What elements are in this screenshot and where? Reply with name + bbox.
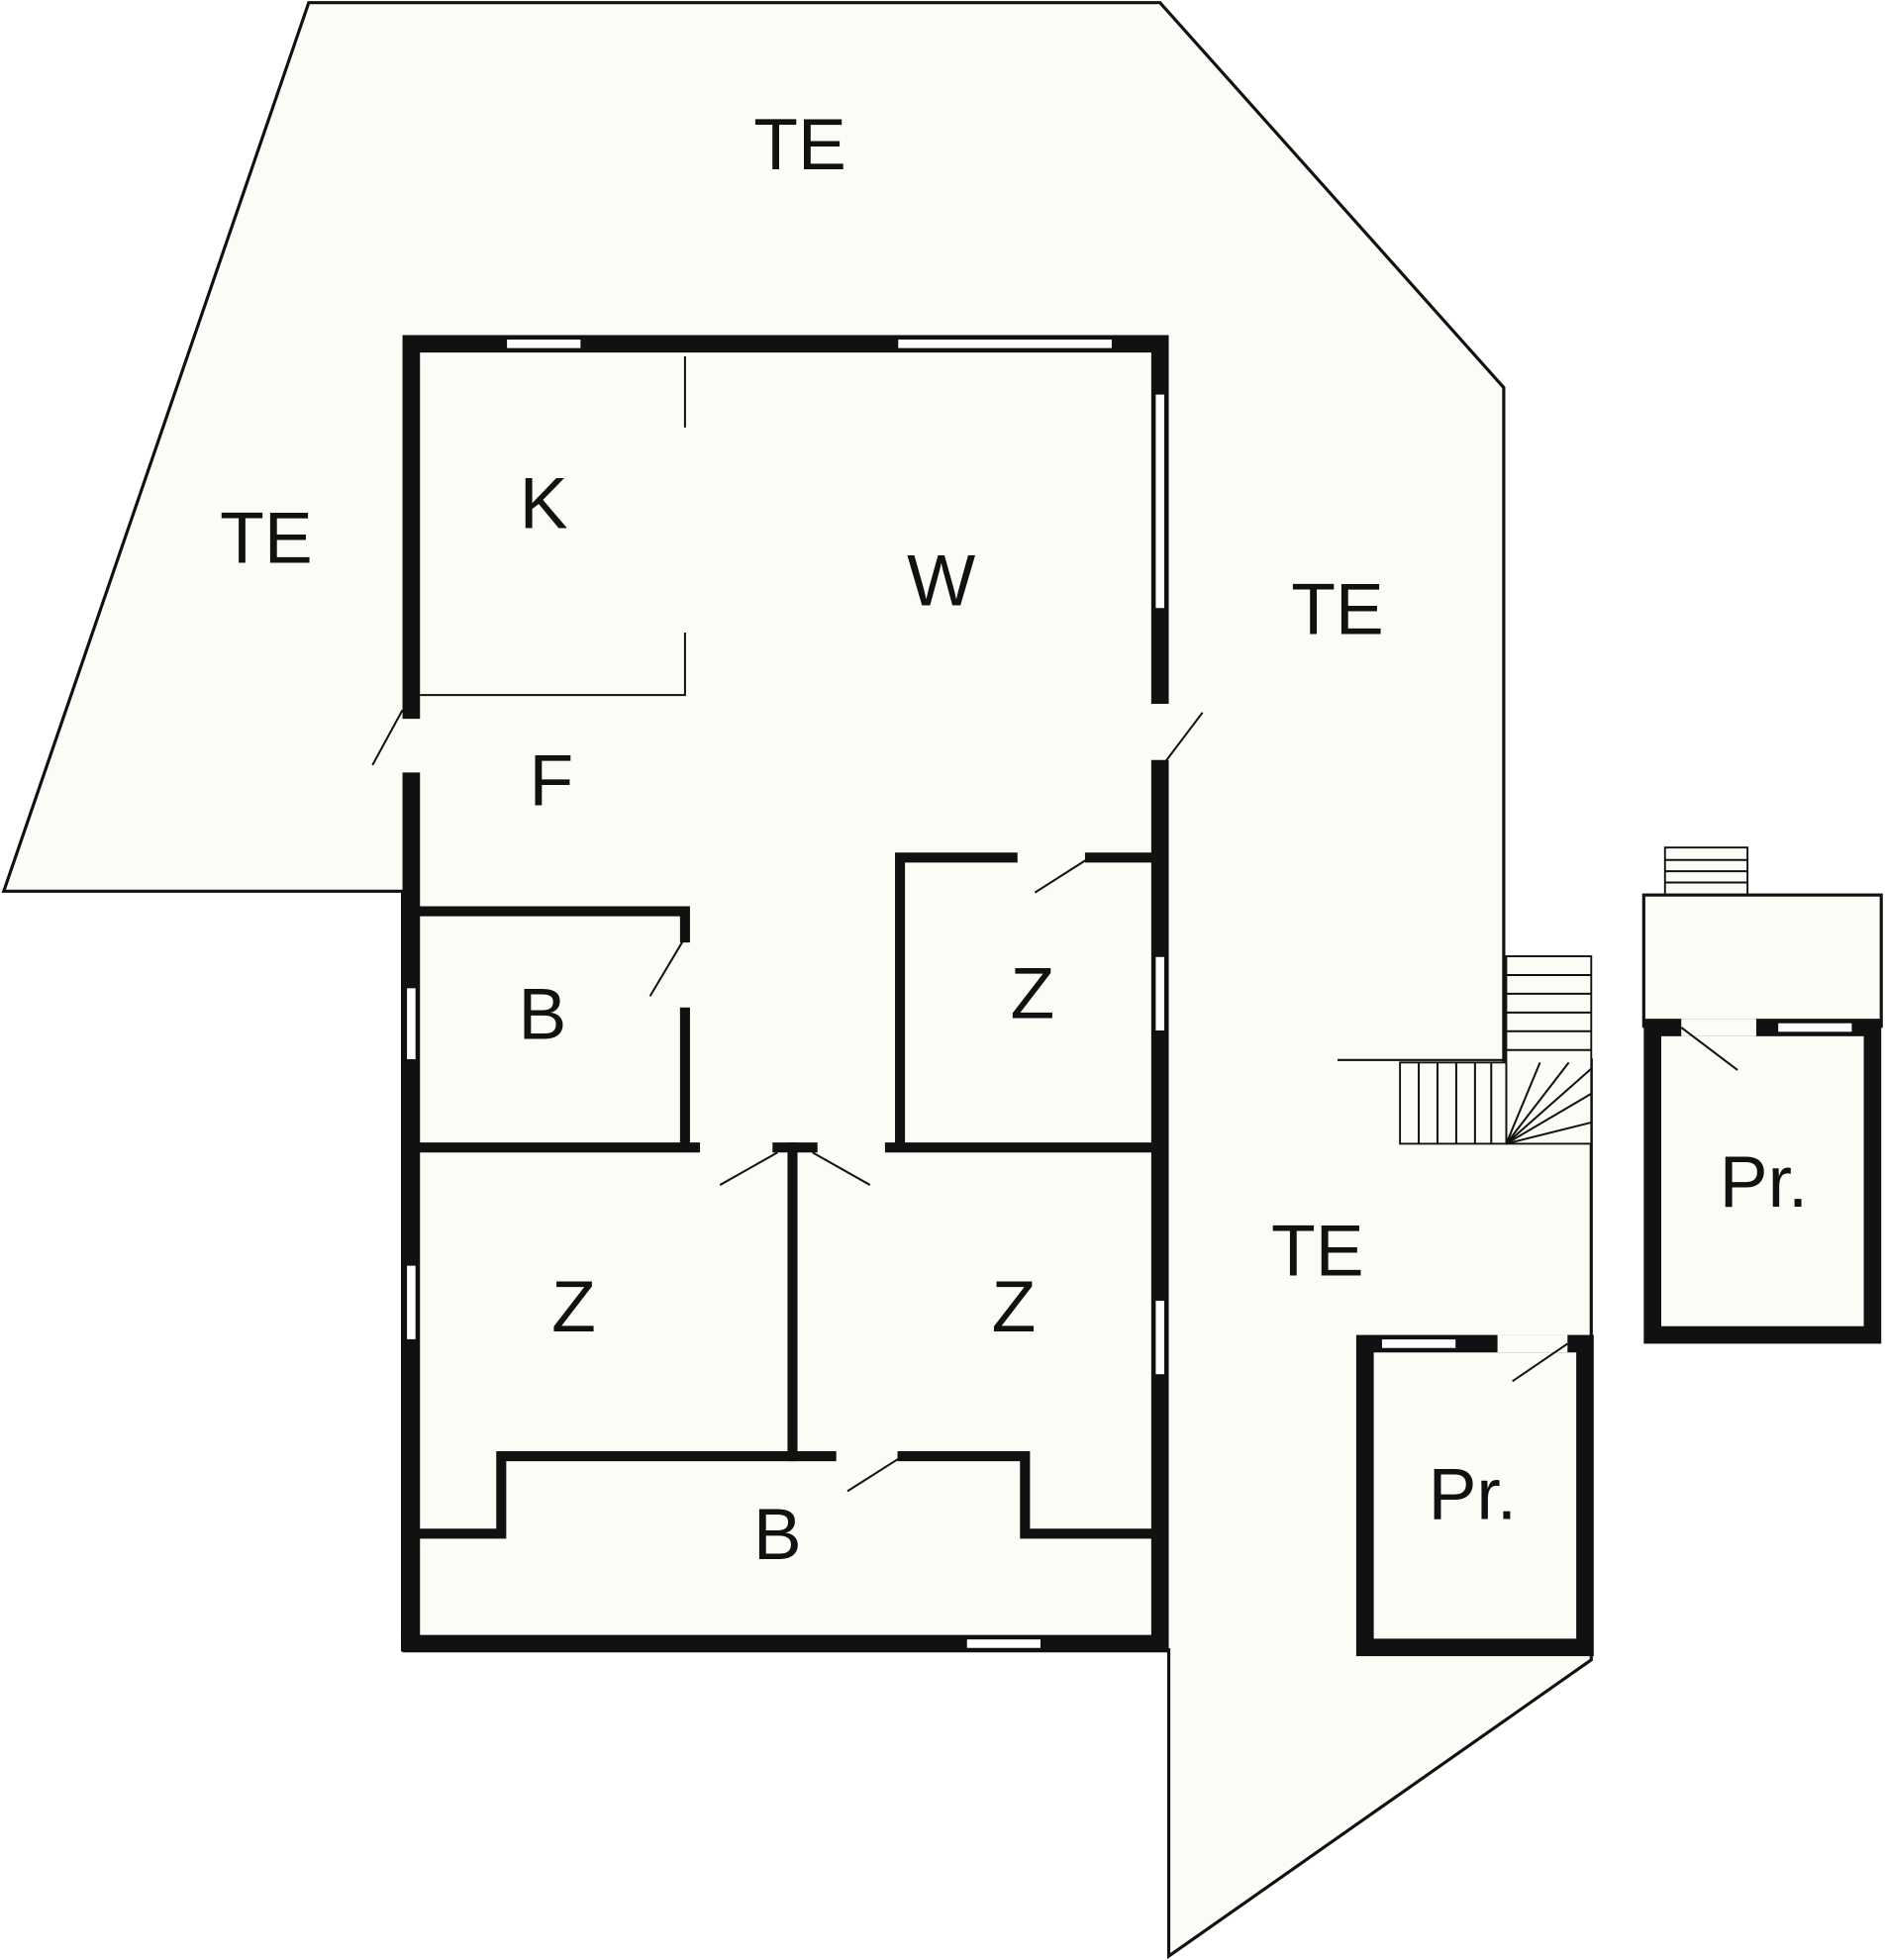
label-hall: F [529,740,573,822]
stairs [1399,846,1749,1145]
storage-right [1641,893,1883,1344]
house [371,335,1204,1653]
label-bedroom-right: Z [1011,952,1055,1033]
label-bath-lower: B [753,1494,802,1575]
label-bedroom-middle: Z [992,1266,1037,1347]
storage-lower [1355,1334,1594,1657]
label-terrace-right: TE [1291,569,1384,650]
label-storage-lower: Pr. [1429,1454,1518,1535]
label-terrace-top: TE [753,104,846,185]
label-living: W [907,540,975,622]
label-bedroom-left: Z [551,1266,596,1347]
label-kitchen: K [520,462,568,543]
label-bath-upper: B [519,974,567,1055]
label-storage-right: Pr. [1720,1141,1809,1223]
label-terrace-lower: TE [1271,1210,1364,1291]
label-terrace-left: TE [220,498,313,579]
